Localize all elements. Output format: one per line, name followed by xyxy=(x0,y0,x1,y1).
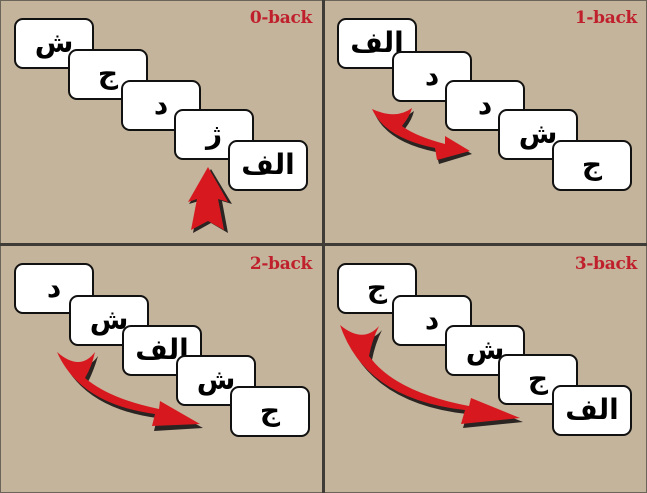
card-letter: ش xyxy=(518,116,558,150)
card-letter: الف xyxy=(565,392,619,426)
card-letter: د xyxy=(153,87,169,121)
letter-card: ج xyxy=(552,140,632,191)
card-letter: د xyxy=(424,58,440,92)
card-letter: ژ xyxy=(205,116,223,150)
letter-card: الف xyxy=(552,385,632,436)
panel-label: 1-back xyxy=(574,8,637,28)
card-letter: الف xyxy=(241,147,295,181)
panel-2-back: 2-back د ش الف ش ج xyxy=(0,246,322,489)
panel-3-back: 3-back ج د ش ج الف xyxy=(325,246,647,489)
card-letter: ش xyxy=(196,362,236,396)
panel-label: 0-back xyxy=(249,8,312,28)
card-letter: ش xyxy=(34,25,74,59)
panel-label: 2-back xyxy=(249,254,312,274)
card-letter: د xyxy=(477,87,493,121)
panel-0-back: 0-back ش ج د ژ الف xyxy=(0,0,322,243)
vertical-divider xyxy=(322,0,325,493)
letter-card: الف xyxy=(228,140,308,191)
card-letter: ش xyxy=(89,302,129,336)
card-letter: د xyxy=(46,270,62,304)
card-letter: الف xyxy=(350,25,404,59)
letter-card: ج xyxy=(230,386,310,437)
card-letter: ج xyxy=(366,270,388,304)
card-letter: د xyxy=(424,302,440,336)
card-letter: ج xyxy=(97,56,119,90)
panel-label: 3-back xyxy=(574,254,637,274)
card-letter: ج xyxy=(581,147,603,181)
panel-1-back: 1-back الف د د ش ج xyxy=(325,0,647,243)
card-letter: ج xyxy=(259,393,281,427)
card-letter: ج xyxy=(527,361,549,395)
horizontal-divider xyxy=(0,243,647,246)
